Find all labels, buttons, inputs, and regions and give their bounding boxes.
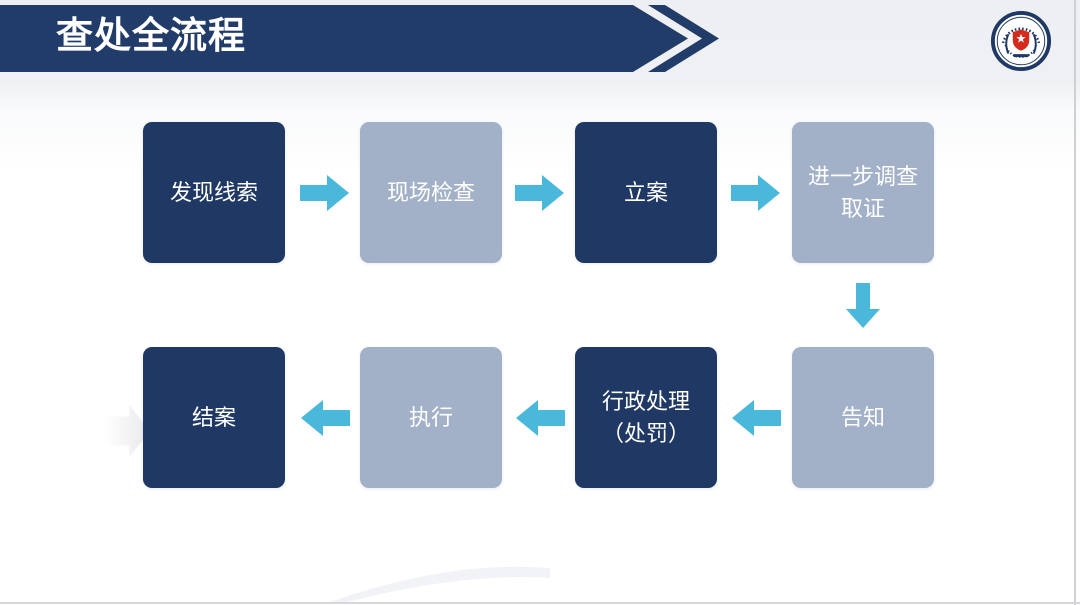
slide-bottom-border — [0, 602, 1080, 604]
flow-step-box: 现场检查 — [360, 122, 502, 263]
flow-step-box: 立案 — [575, 122, 717, 263]
flow-step-label: 立案 — [623, 179, 668, 205]
flow-step-box: 进一步调查 取证 — [792, 122, 934, 263]
arrow-left-icon — [732, 400, 781, 436]
flow-step-box: 执行 — [360, 347, 502, 488]
slide-right-border — [1074, 0, 1076, 605]
swoosh-decoration — [330, 566, 550, 604]
flow-step-label: 行政处理 （处罚） — [601, 388, 690, 446]
flow-step-box: 行政处理 （处罚） — [575, 347, 717, 488]
arrow-down-icon — [846, 283, 880, 328]
arrow-right-icon — [300, 175, 349, 211]
flow-step-box: 结案 — [143, 347, 285, 488]
arrow-left-icon — [301, 400, 350, 436]
agency-badge-icon — [990, 10, 1052, 72]
page-title: 查处全流程 — [56, 15, 246, 56]
arrow-left-icon — [516, 400, 565, 436]
flow-step-label: 进一步调查 取证 — [807, 163, 918, 221]
flow-step-box: 发现线索 — [143, 122, 285, 263]
flow-step-label: 结案 — [191, 404, 236, 430]
double-chevron-icon — [648, 5, 719, 72]
header-banner — [0, 5, 719, 72]
flow-step-label: 告知 — [840, 404, 885, 430]
flow-step-label: 现场检查 — [386, 179, 475, 205]
flow-step-label: 执行 — [408, 404, 453, 430]
flow-step-label: 发现线索 — [169, 179, 258, 205]
flow-step-box: 告知 — [792, 347, 934, 488]
arrow-right-icon — [731, 175, 780, 211]
arrow-right-icon — [515, 175, 564, 211]
banner-band — [0, 5, 688, 72]
